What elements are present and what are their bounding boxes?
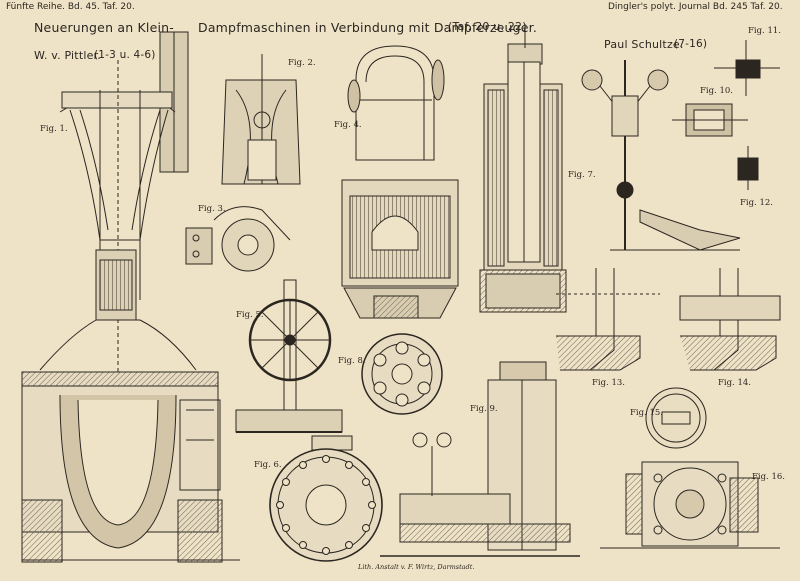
author-schultze-ref: (7-16) bbox=[674, 38, 708, 50]
fig1-label: Fig. 1. bbox=[40, 124, 68, 134]
fig14-label: Fig. 14. bbox=[718, 378, 751, 388]
fig13-pipe-section bbox=[556, 268, 660, 371]
fig4-engine-boiler bbox=[341, 45, 459, 319]
fig7-label: Fig. 7. bbox=[568, 170, 596, 180]
journal-header: Dingler's polyt. Journal Bd. 245 Taf. 20… bbox=[608, 2, 783, 12]
author-schultze: Paul Schultze. bbox=[604, 38, 684, 51]
vertical-boiler-section bbox=[479, 24, 567, 313]
fig15-disc bbox=[645, 387, 707, 449]
series-header: Fünfte Reihe. Bd. 45. Taf. 20. bbox=[6, 2, 135, 12]
fig15-label: Fig. 15. bbox=[630, 408, 663, 418]
fig4-label: Fig. 4. bbox=[334, 120, 362, 130]
fig5-flywheel-engine bbox=[235, 279, 343, 433]
fig6-circular-section bbox=[269, 435, 383, 562]
title-right: Dampfmaschinen in Verbindung mit Dampfer… bbox=[198, 20, 538, 35]
lithographer-imprint: Lith. Anstalt v. F. Wirtz, Darmstadt. bbox=[358, 563, 475, 571]
fig8-round-plate bbox=[361, 333, 443, 415]
fig2-engine-frame bbox=[221, 54, 301, 185]
fig13-label: Fig. 13. bbox=[592, 378, 625, 388]
fig3-valve-gear bbox=[185, 206, 291, 272]
fig9-label: Fig. 9. bbox=[470, 404, 498, 414]
fig12-label: Fig. 12. bbox=[740, 198, 773, 208]
fig1-vertical-engine bbox=[21, 31, 240, 563]
fig14-pipe-section bbox=[679, 268, 781, 371]
fig10-label: Fig. 10. bbox=[700, 86, 733, 96]
author-pittler-ref: (1-3 u. 4-6) bbox=[94, 49, 156, 61]
fig9-steam-plant bbox=[380, 361, 580, 557]
fig2-label: Fig. 2. bbox=[288, 58, 316, 68]
fig16-label: Fig. 16. bbox=[752, 472, 785, 482]
fig3-label: Fig. 3. bbox=[198, 204, 226, 214]
author-pittler: W. v. Pittler. bbox=[34, 49, 101, 62]
fig16-flange bbox=[600, 461, 780, 549]
title-reference: (Taf. 20 u. 22) bbox=[448, 20, 527, 33]
fig11-label: Fig. 11. bbox=[748, 26, 781, 36]
fig6-label: Fig. 6. bbox=[254, 460, 282, 470]
fig8-label: Fig. 8. bbox=[338, 356, 366, 366]
fig5-label: Fig. 5. bbox=[236, 310, 264, 320]
fig11-valve-detail bbox=[714, 40, 780, 96]
fig7-governor bbox=[581, 60, 741, 251]
title-left: Neuerungen an Klein- bbox=[34, 20, 174, 35]
fig10-valve-detail bbox=[672, 103, 748, 137]
fig12-valve-detail bbox=[737, 146, 759, 190]
